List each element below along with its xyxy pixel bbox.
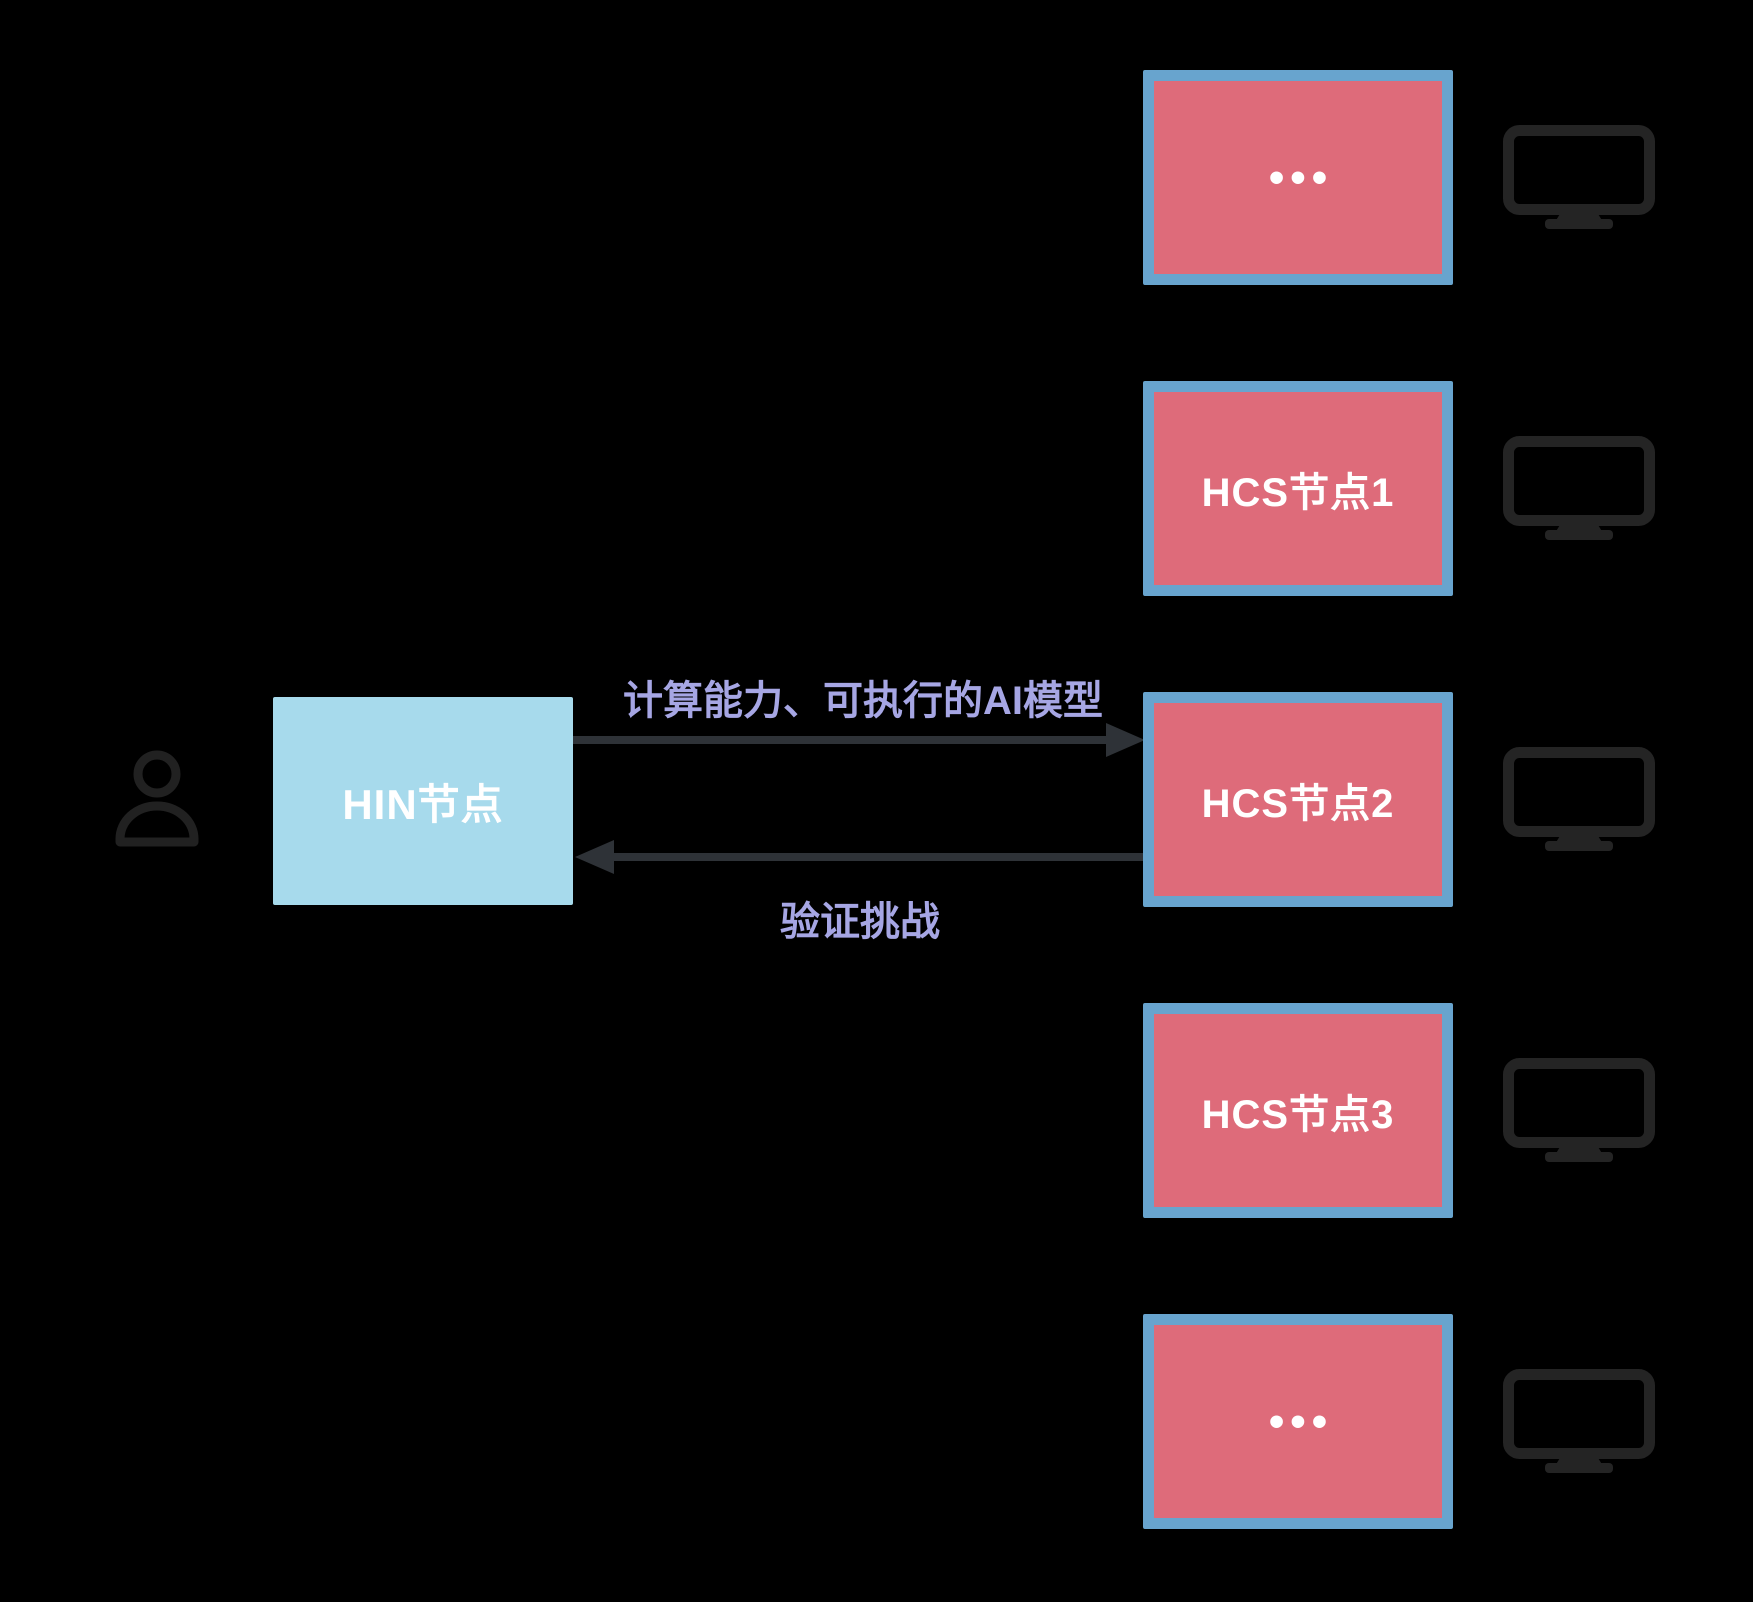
hcs-node-box-2: HCS节点1 xyxy=(1143,381,1453,596)
hcs-node-label: ••• xyxy=(1268,1396,1334,1446)
hin-node-box: HIN节点 xyxy=(273,697,573,905)
hcs-node-box-5: ••• xyxy=(1143,1314,1453,1529)
monitor-icon xyxy=(1503,436,1655,540)
forward-arrow-label: 计算能力、可执行的AI模型 xyxy=(623,679,1103,723)
hcs-node-label: HCS节点1 xyxy=(1201,470,1395,515)
hin-node-label: HIN节点 xyxy=(342,780,504,828)
monitor-icon xyxy=(1503,1058,1655,1162)
hcs-node-label: ••• xyxy=(1268,152,1334,202)
hcs-node-box-4: HCS节点3 xyxy=(1143,1003,1453,1218)
backward-arrow xyxy=(575,840,1143,874)
forward-arrow xyxy=(573,723,1145,757)
monitor-icon xyxy=(1503,1369,1655,1473)
backward-arrow-label: 验证挑战 xyxy=(780,900,940,944)
hcs-node-label: HCS节点3 xyxy=(1201,1092,1395,1137)
hcs-node-box-1: ••• xyxy=(1143,70,1453,285)
person-icon xyxy=(115,750,199,847)
monitor-icon xyxy=(1503,747,1655,851)
monitor-icon xyxy=(1503,125,1655,229)
hcs-node-box-3: HCS节点2 xyxy=(1143,692,1453,907)
hcs-node-label: HCS节点2 xyxy=(1201,781,1395,826)
